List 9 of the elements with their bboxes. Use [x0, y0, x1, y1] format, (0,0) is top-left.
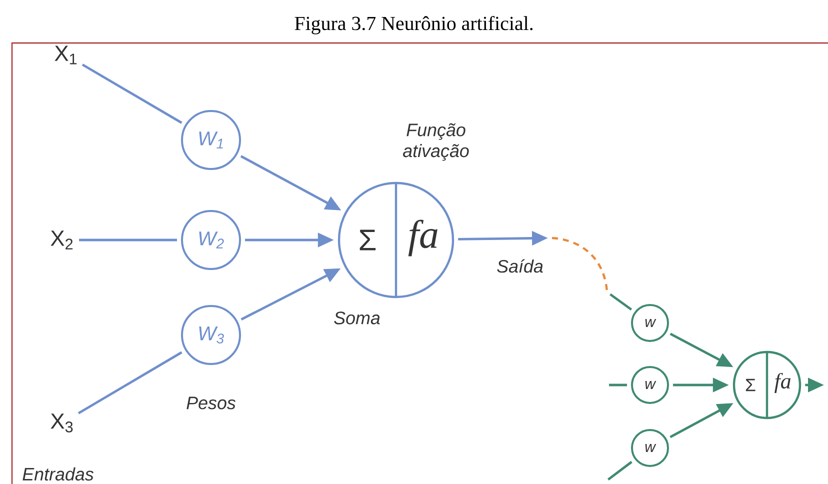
input-label: X$_{3}$ [50, 414, 73, 432]
input-label: X$_{2}$ [50, 230, 73, 250]
input-label: X$_{1}$ [54, 46, 77, 64]
annotation-label: Entradas [22, 467, 94, 481]
figure-title: Figura 3.7 Neurônio artificial. [294, 16, 533, 34]
annotation-label: Pesos [186, 396, 236, 410]
edge-label: Saída [497, 259, 543, 273]
annotation-label: Função ativação [403, 123, 469, 161]
annotation-label: Soma [334, 312, 380, 324]
